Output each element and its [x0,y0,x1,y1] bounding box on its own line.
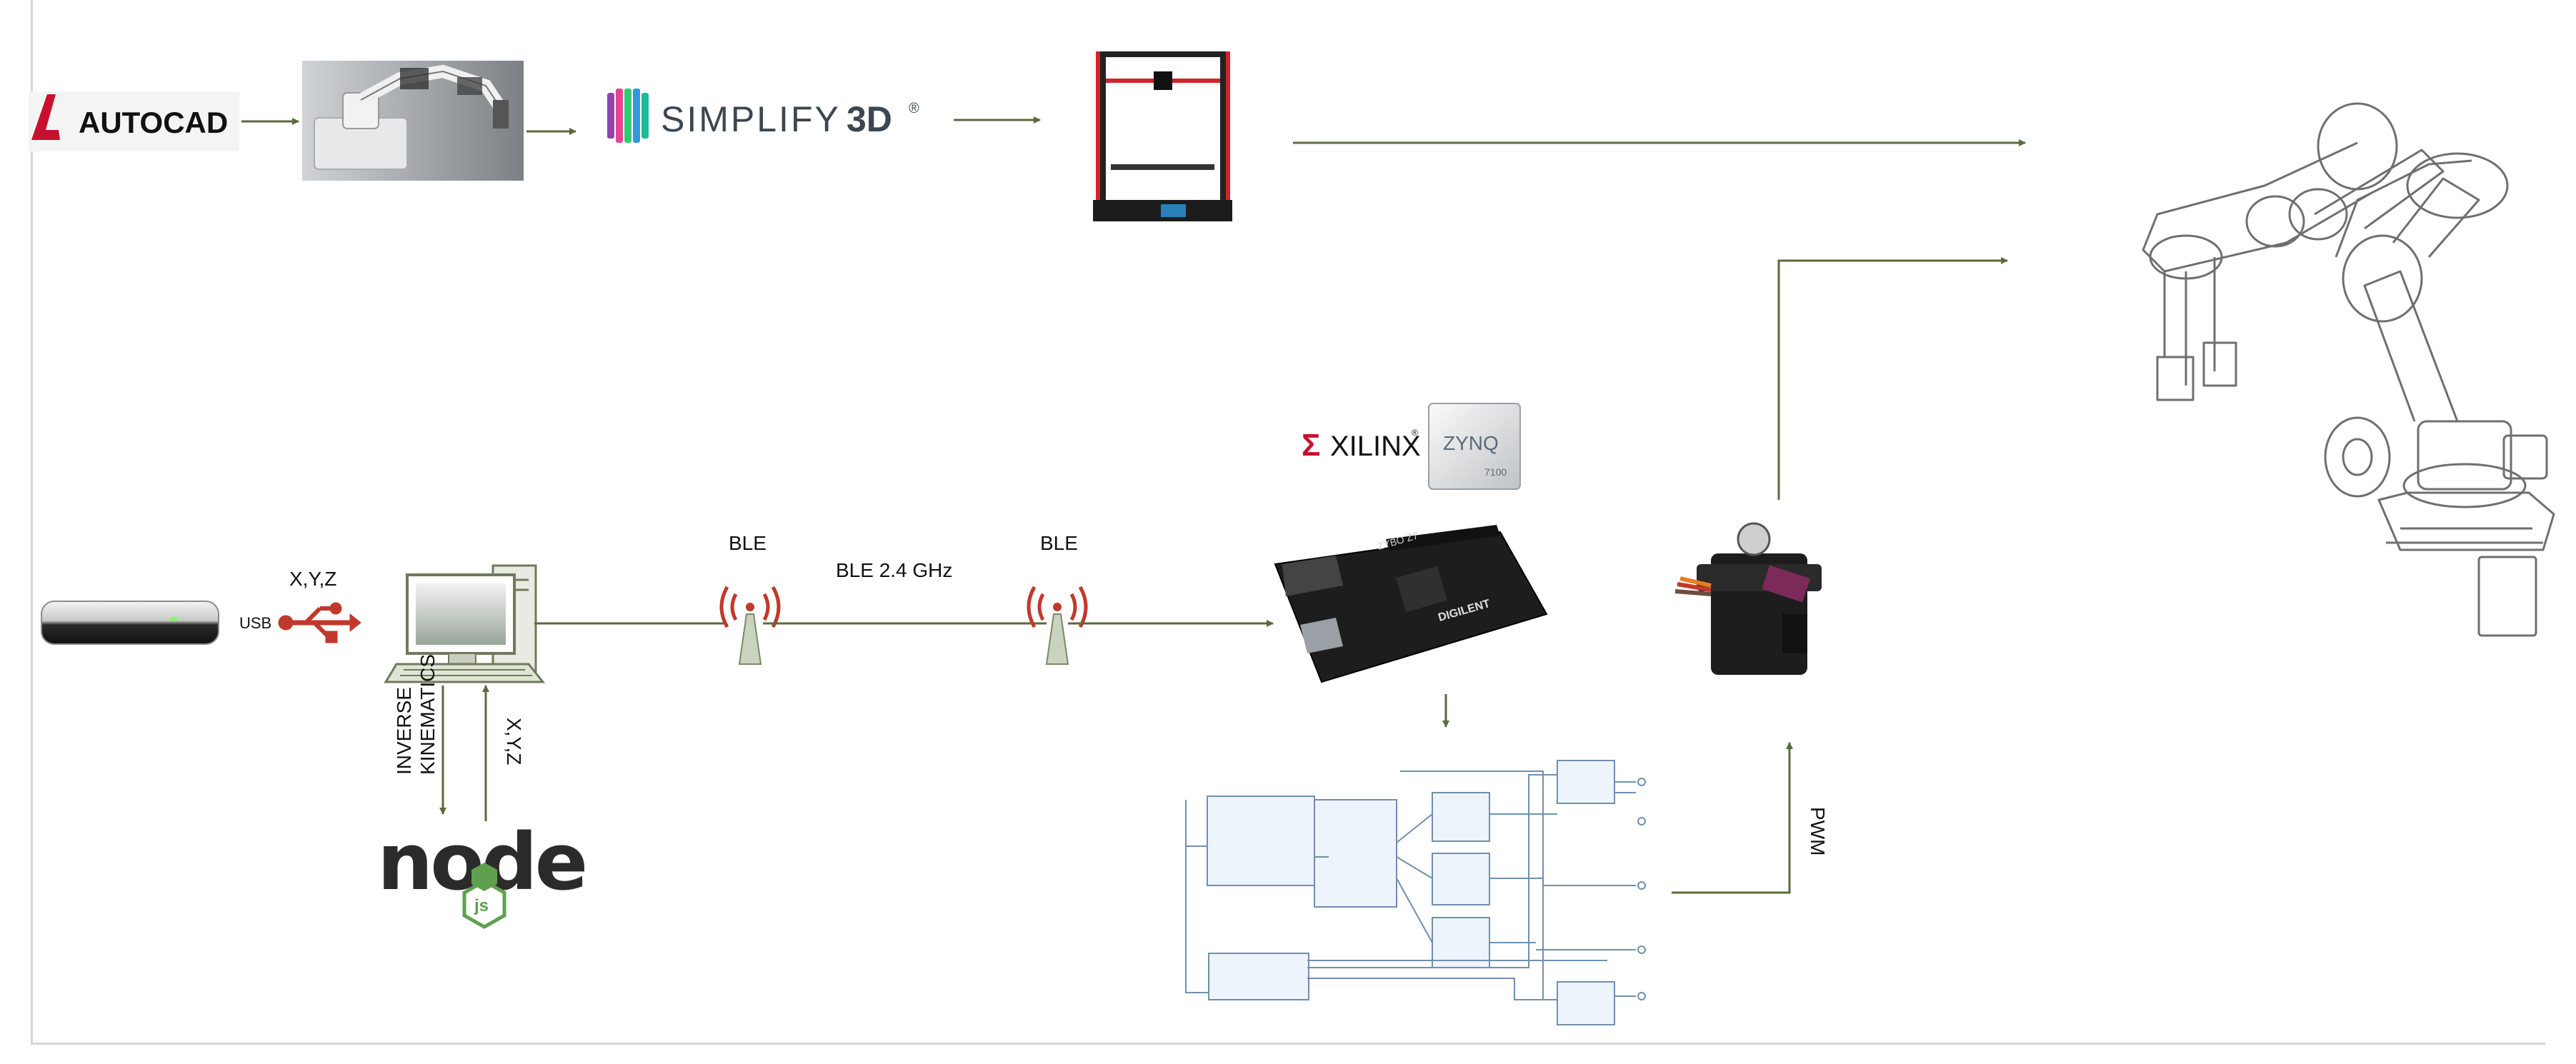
frame-bottom-border [31,1043,2545,1045]
zynq-chip-model: 7100 [1484,466,1507,478]
arrow-block-design-to-servo [1672,742,1793,894]
leap-motion-sensor-image [41,601,219,645]
xilinx-logo: Σ XILINX ® [1302,428,1421,463]
servo-motor-image [1674,522,1822,675]
3d-printer-image [1093,51,1232,221]
nodejs-logo: node js [377,816,588,929]
xilinx-logo-text: XILINX [1330,431,1421,462]
simplify3d-logo-text: SIMPLIFY [661,99,841,139]
autocad-logo-text: AUTOCAD [79,106,228,139]
zynq-chip-image: ZYNQ 7100 [1428,403,1521,490]
vivado-block-design [1177,760,1985,1028]
label-xyz-vertical: X,Y,Z [503,718,525,765]
nodejs-logo-js: js [474,896,489,915]
ble-antenna-left [719,586,781,665]
simplify3d-logo-3d: 3D [847,99,892,139]
label-inverse-kinematics-1: INVERSE [393,687,415,775]
autocad-logo: AUTOCAD [29,91,239,151]
label-pwm: PWM [1807,807,1829,855]
label-usb: USB [239,614,271,632]
zynq-chip-text: ZYNQ [1443,432,1499,454]
xilinx-logo-mark: Σ [1302,428,1320,463]
label-ble-band: BLE 2.4 GHz [836,559,952,581]
label-ble-right: BLE [1040,532,1078,554]
simplify3d-logo: SIMPLIFY 3D ® [607,89,919,143]
usb-icon [278,602,361,643]
registered-mark: ® [909,101,919,116]
robot-arm-drawing [2142,102,2555,637]
zybo-fpga-board-image: DIGILENT ZYBO Z7 [1274,525,1548,683]
ble-antenna-right [1027,586,1088,665]
computer-icon [384,564,546,683]
nodejs-logo-text: node [377,816,585,908]
xilinx-registered: ® [1412,428,1418,438]
label-inverse-kinematics-2: KINEMATICS [416,654,439,775]
frame-left-border [31,0,33,1044]
robot-arm-model-render [302,61,524,181]
label-xyz-top: X,Y,Z [289,568,336,590]
arrow-servo-to-robot-arm [1777,257,2008,500]
label-ble-left: BLE [729,532,767,554]
